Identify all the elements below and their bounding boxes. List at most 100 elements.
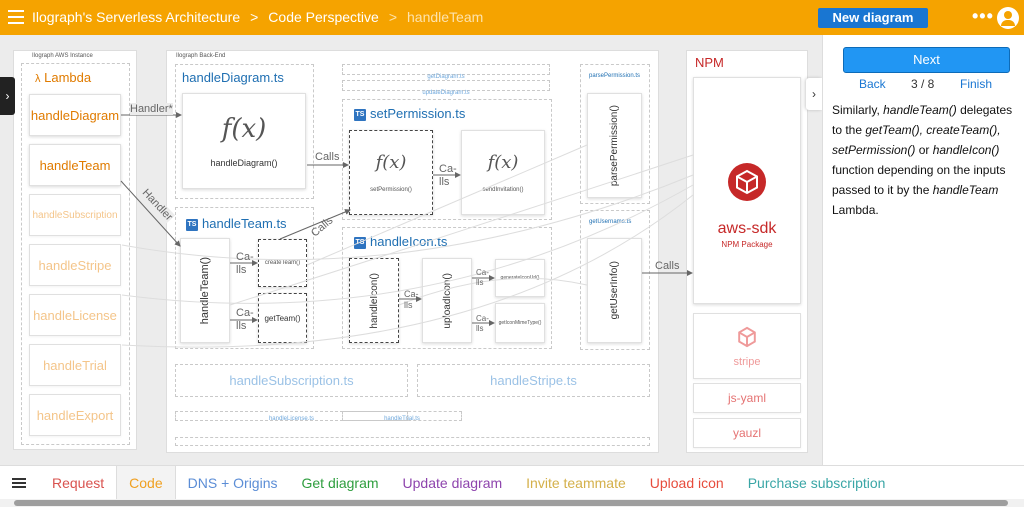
code-reference: handleTeam [932,183,999,197]
function-icon: f(x) [221,114,267,144]
edge-label-calls: Ca-lls [476,268,489,287]
code-reference: getTeam(), [865,123,923,137]
backend-label: Ilograph Back-End [176,53,226,59]
package-cube-icon [738,326,756,348]
tab-update-diagram[interactable]: Update diagram [402,474,503,491]
account-avatar-icon[interactable] [997,7,1019,29]
description-text: or [915,143,933,157]
lambda-handleExport[interactable]: handleExport [29,394,121,436]
step-progress: 3 / 8 [911,77,935,91]
edge-calls-2 [279,209,351,240]
handleTeam-function[interactable]: handleTeam() [180,238,230,343]
description-text: delegates to the [832,103,1013,137]
edge-label-calls: Ca-lls [236,251,254,276]
getIconMimeType-function[interactable]: getIconMimeType() [495,303,545,343]
back-button[interactable]: Back [859,77,886,91]
code-reference: handleIcon() [932,143,1000,157]
tab-invite-teammate[interactable]: Invite teammate [526,474,626,491]
new-diagram-button[interactable]: New diagram [818,8,928,28]
breadcrumb-context: handleTeam [407,9,484,25]
typescript-icon: TS [354,108,366,121]
top-bar: Ilograph's Serverless Architecture>Code … [0,0,1024,35]
createTeam-function[interactable]: createTeam() [258,239,307,287]
description-text: Lambda. [832,203,879,217]
setPermission-ts-group [342,99,552,220]
next-button[interactable]: Next [843,47,1010,73]
package-cube-icon [728,163,766,201]
handleTrial-ts-group: handleTrial.ts [342,411,462,422]
getUserInfo-function[interactable]: getUserInfo() [587,238,642,343]
handleSubscription-ts-group: handleSubscription.ts [175,364,408,397]
aws-sdk-package[interactable]: aws-sdk NPM Package [693,77,801,304]
js-yaml-package[interactable]: js-yaml [693,383,801,413]
lambda-handleTrial[interactable]: handleTrial [29,344,121,386]
yauzl-package[interactable]: yauzl [693,418,801,448]
tab-request[interactable]: Request [52,474,105,491]
parsePermission-ts-title: parsePermission.ts [589,73,641,79]
tab-purchase-subscription[interactable]: Purchase subscription [747,474,886,491]
description-text: function depending on the inputs passed … [832,163,1006,197]
edge-label-calls: Calls [315,151,340,163]
tab-code[interactable]: Code [116,465,176,500]
typescript-icon: TS [186,218,198,231]
edge-handler [120,180,181,247]
aws-instance-label: Ilograph AWS Instance [32,53,93,59]
lambda-handleSubscription[interactable]: handleSubscription [29,194,121,236]
edge-label-calls: Ca-lls [404,289,419,310]
diagram-edges [120,112,694,348]
scrollbar-thumb[interactable] [14,500,1008,506]
handleDiagram-ts-group [175,64,314,199]
breadcrumb-diagram[interactable]: Ilograph's Serverless Architecture [32,9,241,25]
stripe-package[interactable]: stripe [693,313,801,379]
getUsername-ts-group [580,210,650,350]
updateDiagram-ts-group: updateDiagram.ts [342,80,550,96]
more-options-icon[interactable]: ••• [972,6,994,26]
lambda-handleStripe[interactable]: handleStripe [29,244,121,286]
lambda-handleDiagram[interactable]: handleDiagram [29,94,121,136]
sendInvitation-function[interactable]: f(x) sendInvitation() [461,130,545,215]
handleDiagram-ts-title: handleDiagram.ts [182,70,284,85]
uploadIcon-function[interactable]: uploadIcon() [422,258,472,343]
edge-label-calls: Ca-lls [236,307,254,332]
code-reference: handleTeam() [883,103,957,117]
lambda-icon: λ [35,73,41,85]
getTeam-function[interactable]: getTeam() [258,293,307,343]
tab-upload-icon[interactable]: Upload icon [649,474,724,491]
lambda-title: λ Lambda [35,70,92,85]
finish-button[interactable]: Finish [960,77,993,91]
edge-label-calls: Ca-lls [439,163,457,188]
handleExport-ts-group [175,437,650,446]
perspective-tabs: Request Code DNS + Origins Get diagram Updat… [0,465,1024,500]
edge-label-handler-star: Handler* [130,103,173,115]
handleStripe-ts-group: handleStripe.ts [417,364,650,397]
diagram-canvas[interactable]: Ilograph AWS Instance λ Lambda handleDia… [0,35,822,465]
npm-title: NPM [695,55,724,70]
breadcrumb-perspective[interactable]: Code Perspective [268,9,379,25]
handleLicense-ts-group: handleLicense.ts [175,411,408,422]
getUsername-ts-title: getUsername.ts [589,219,632,225]
code-reference: createTeam(), setPermission() [832,123,1001,157]
getDiagram-ts-group: getDiagram.ts [342,64,550,80]
perspective-list-icon[interactable] [0,466,40,500]
description-text: Similarly, [832,103,884,117]
tab-dns-origins[interactable]: DNS + Origins [187,474,278,491]
horizontal-scrollbar[interactable] [0,499,1024,507]
handleIcon-ts-group [342,227,552,349]
edge-label-calls: Ca-lls [476,314,489,333]
faded-edges [121,144,694,348]
setPermission-function[interactable]: f(x) setPermission() [349,130,433,215]
lambda-handleLicense[interactable]: handleLicense [29,294,121,336]
collapse-sidebar-icon[interactable]: › [806,78,822,110]
walkthrough-sidebar: Next Back 3 / 8 Finish Similarly, handle… [822,35,1024,465]
handleDiagram-function[interactable]: f(x) handleDiagram() [182,93,306,189]
hamburger-menu-icon[interactable] [8,10,24,24]
edge-label-calls: Calls [655,260,680,272]
walkthrough-description: Similarly, handleTeam() delegates to the… [832,100,1022,220]
lambda-handleTeam[interactable]: handleTeam [29,144,121,186]
lambda-group [21,63,130,445]
breadcrumb: Ilograph's Serverless Architecture>Code … [32,9,484,25]
tab-get-diagram[interactable]: Get diagram [301,474,379,491]
expand-left-panel-icon[interactable]: › [0,77,15,115]
